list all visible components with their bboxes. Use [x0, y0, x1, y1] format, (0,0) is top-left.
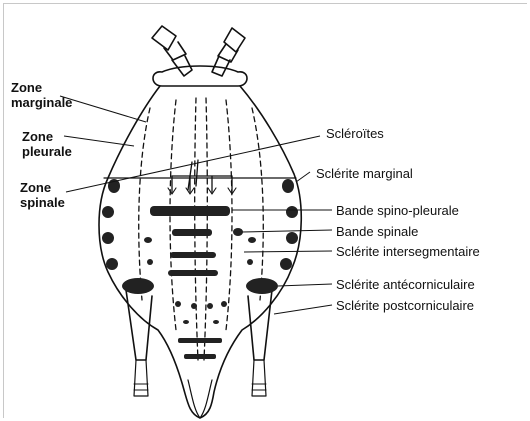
label-zone-pleurale-line1: Zone: [22, 129, 53, 144]
label-zone-pleurale-line2: pleurale: [22, 144, 72, 159]
postcornicular-sclerite: [191, 303, 197, 309]
intersegmental-sclerite: [247, 259, 253, 265]
label-sclerite-antecorniculaire: Sclérite antécorniculaire: [336, 277, 475, 292]
marginal-sclerite: [102, 206, 114, 218]
label-zone-marginale: Zone marginale: [11, 80, 72, 110]
label-zone-spinale: Zone spinale: [20, 180, 65, 210]
label-zone-marginale-line1: Zone: [11, 80, 42, 95]
label-zone-marginale-line2: marginale: [11, 95, 72, 110]
segment-band: [184, 354, 216, 359]
intersegmental-sclerite: [233, 228, 243, 236]
segment-band: [168, 270, 218, 276]
postcornicular-sclerite: [207, 303, 213, 309]
spino-pleural-band: [150, 206, 230, 216]
label-bande-spinale: Bande spinale: [336, 224, 418, 239]
head: [153, 66, 247, 86]
marginal-sclerite: [286, 206, 298, 218]
label-bande-spino-pleurale: Bande spino-pleurale: [336, 203, 459, 218]
marginal-sclerite: [282, 179, 294, 193]
label-zone-spinale-line1: Zone: [20, 180, 51, 195]
antecornicular-sclerite: [246, 278, 278, 294]
label-sclerite-postcorniculaire: Sclérite postcorniculaire: [336, 298, 474, 313]
marginal-sclerite: [106, 258, 118, 270]
intersegmental-sclerite: [248, 237, 256, 243]
postcornicular-sclerite: [213, 320, 219, 324]
segment-band: [178, 338, 222, 343]
label-zone-spinale-line2: spinale: [20, 195, 65, 210]
spinal-band: [172, 229, 212, 236]
marginal-sclerite: [102, 232, 114, 244]
postcornicular-sclerite: [183, 320, 189, 324]
label-sclerite-marginal: Sclérite marginal: [316, 166, 413, 181]
label-scleroites: Scléroïtes: [326, 126, 384, 141]
antecornicular-sclerite: [122, 278, 154, 294]
marginal-sclerite: [286, 232, 298, 244]
label-zone-pleurale: Zone pleurale: [22, 129, 72, 159]
scleroite-arrows: [168, 160, 236, 194]
postcornicular-sclerite: [175, 301, 181, 307]
label-sclerite-intersegmentaire: Sclérite intersegmentaire: [336, 244, 480, 259]
segment-band: [170, 252, 216, 258]
intersegmental-sclerite: [144, 237, 152, 243]
marginal-sclerite: [280, 258, 292, 270]
postcornicular-sclerite: [221, 301, 227, 307]
intersegmental-sclerite: [147, 259, 153, 265]
